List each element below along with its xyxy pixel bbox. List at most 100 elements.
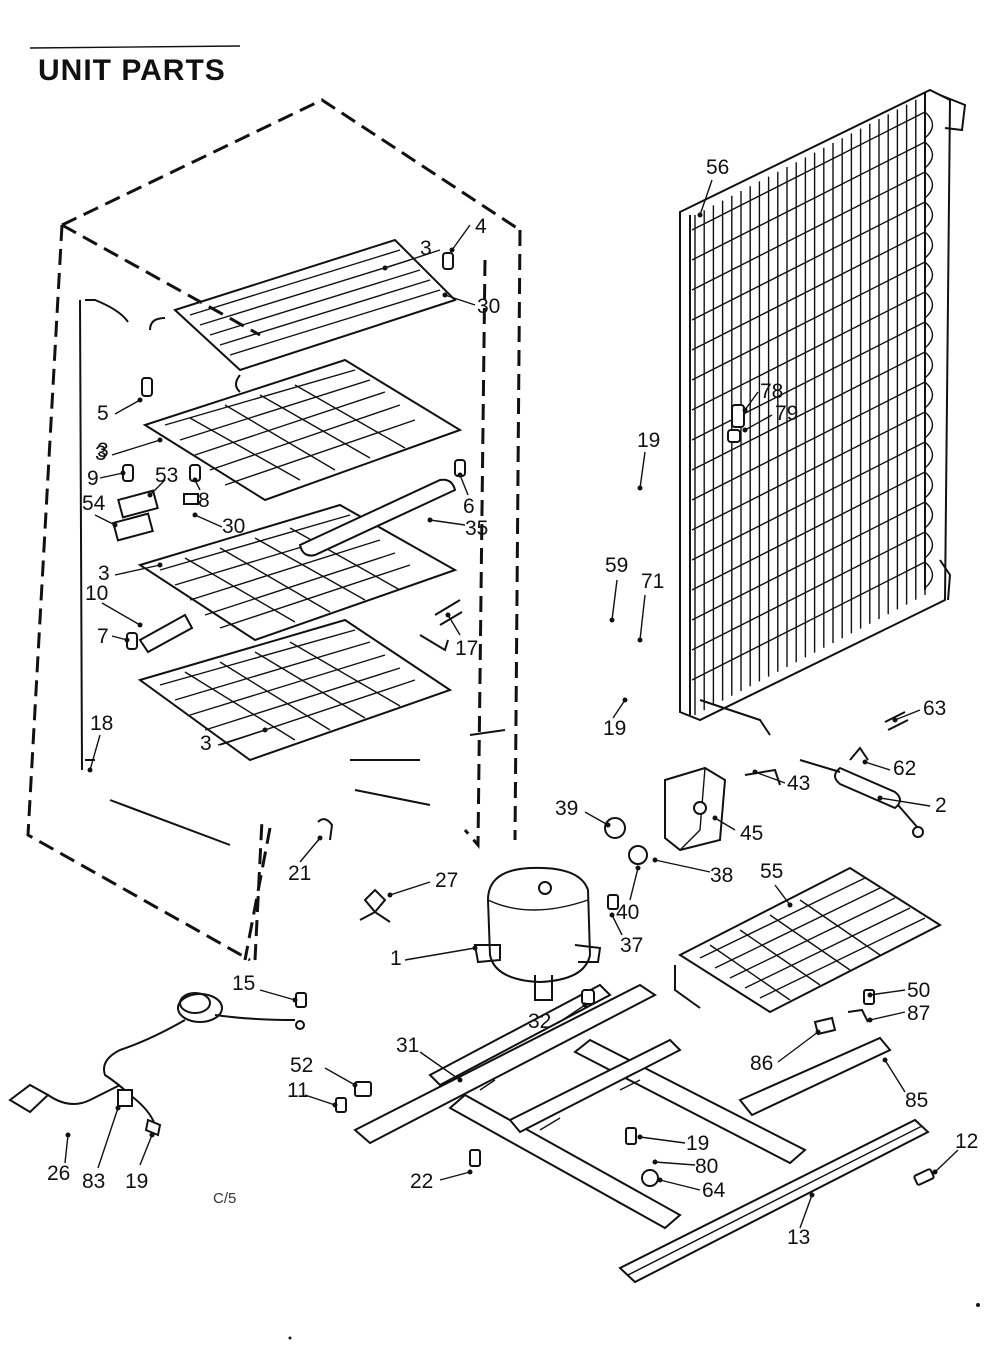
- leader-arrowhead: [192, 477, 198, 483]
- leader-arrowhead: [605, 822, 611, 828]
- part-callout-71: 71: [641, 570, 664, 593]
- leader-arrowhead: [445, 612, 451, 618]
- leader-arrowhead: [147, 492, 153, 498]
- part-callout-38: 38: [710, 864, 733, 887]
- leader-line-21: [299, 837, 321, 863]
- leader-line-62: [864, 761, 891, 771]
- callout-leader-lines: [64, 179, 959, 1229]
- evaporator-shelf-2: [142, 358, 463, 502]
- leader-arrowhead: [65, 1132, 71, 1138]
- part-callout-3: 3: [97, 439, 109, 462]
- leader-line-52: [324, 1067, 356, 1086]
- leader-arrowhead: [892, 717, 898, 723]
- part-callout-83: 83: [82, 1170, 105, 1193]
- part-callout-19: 19: [125, 1170, 148, 1193]
- leader-arrowhead: [449, 247, 455, 253]
- leader-arrowhead: [382, 265, 388, 271]
- leader-arrowhead: [292, 997, 298, 1003]
- leader-arrowhead: [932, 1169, 938, 1175]
- footnote-code: C/5: [213, 1190, 236, 1207]
- leader-arrowhead: [472, 945, 478, 951]
- leader-line-2: [879, 797, 931, 807]
- leader-line-50: [869, 989, 906, 996]
- leader-arrowhead: [317, 835, 323, 841]
- part-callout-79: 79: [775, 402, 798, 425]
- part-callout-50: 50: [907, 979, 930, 1002]
- leader-line-83: [97, 1107, 119, 1169]
- leader-line-71: [639, 594, 646, 641]
- compressor: [473, 866, 602, 1001]
- leader-line-5: [114, 399, 141, 415]
- leader-line-59: [611, 579, 618, 621]
- part-callout-5: 5: [97, 402, 109, 425]
- part-callout-9: 9: [87, 467, 99, 490]
- part-callout-12: 12: [955, 1130, 978, 1153]
- leader-arrowhead: [352, 1082, 358, 1088]
- leader-line-53: [149, 479, 166, 496]
- part-callout-85: 85: [905, 1089, 928, 1112]
- leader-arrowhead: [742, 427, 748, 433]
- part-callout-3: 3: [98, 562, 110, 585]
- part-callout-11: 11: [287, 1079, 309, 1102]
- leader-line-85: [884, 1059, 906, 1093]
- leader-arrowhead: [712, 815, 718, 821]
- leader-line-79: [744, 414, 773, 431]
- leader-line-30: [194, 514, 223, 528]
- part-callout-43: 43: [787, 772, 810, 795]
- leader-line-19: [612, 699, 626, 719]
- leader-arrowhead: [697, 212, 703, 218]
- part-callout-8: 8: [198, 489, 210, 512]
- title-rule: [29, 45, 241, 49]
- part-callout-40: 40: [616, 901, 639, 924]
- evaporator-shelf-3: [137, 503, 458, 642]
- leader-line-35: [429, 519, 466, 526]
- part-callout-54: 54: [82, 492, 106, 515]
- leader-line-37: [611, 914, 623, 936]
- leader-arrowhead: [609, 912, 615, 918]
- part-callout-64: 64: [702, 1179, 726, 1202]
- leader-line-3: [111, 439, 161, 456]
- cabinet-outline: [26, 98, 522, 962]
- part-callout-37: 37: [620, 934, 643, 957]
- leader-arrowhead: [652, 1159, 658, 1165]
- base-frame: [353, 983, 807, 1230]
- part-callout-19: 19: [686, 1132, 709, 1155]
- leader-arrowhead: [637, 637, 643, 643]
- diagram-title: UNIT PARTS: [38, 54, 226, 87]
- leader-arrowhead: [882, 1057, 888, 1063]
- leader-line-30: [444, 294, 476, 306]
- leader-line-26: [64, 1134, 69, 1164]
- part-callout-86: 86: [750, 1052, 773, 1075]
- drain-pan-heater-coil: [674, 866, 943, 1014]
- leader-arrowhead: [157, 562, 163, 568]
- evaporator-shelf-bottom: [137, 618, 453, 762]
- leader-line-87: [869, 1011, 906, 1021]
- loose-screws: [295, 888, 935, 1187]
- condenser-coil: [679, 88, 967, 736]
- leader-line-11: [304, 1094, 336, 1106]
- leader-line-39: [584, 811, 609, 826]
- leader-arrowhead: [192, 512, 198, 518]
- leader-arrowhead: [262, 727, 268, 733]
- part-callout-27: 27: [435, 869, 458, 892]
- leader-line-43: [754, 771, 786, 784]
- leader-arrowhead: [332, 1102, 338, 1108]
- part-callout-62: 62: [893, 757, 916, 780]
- leader-arrowhead: [149, 1132, 155, 1138]
- leader-arrowhead: [124, 637, 130, 643]
- part-callout-30: 30: [477, 295, 500, 318]
- leader-arrowhead: [137, 622, 143, 628]
- cabinet-small-parts: [112, 252, 466, 841]
- part-callout-15: 15: [232, 972, 255, 995]
- callout-labels: 1233334567891011121315171819191919212226…: [47, 156, 978, 1249]
- power-cord: [8, 992, 305, 1137]
- leader-arrowhead: [442, 292, 448, 298]
- part-callout-52: 52: [290, 1054, 313, 1077]
- margin-dot: [288, 1336, 292, 1340]
- leader-arrowhead: [742, 407, 748, 413]
- leader-line-1: [404, 947, 476, 961]
- leader-line-13: [799, 1194, 813, 1229]
- leader-arrowhead: [867, 1017, 873, 1023]
- leader-arrowhead: [609, 617, 615, 623]
- leader-line-19: [639, 451, 646, 489]
